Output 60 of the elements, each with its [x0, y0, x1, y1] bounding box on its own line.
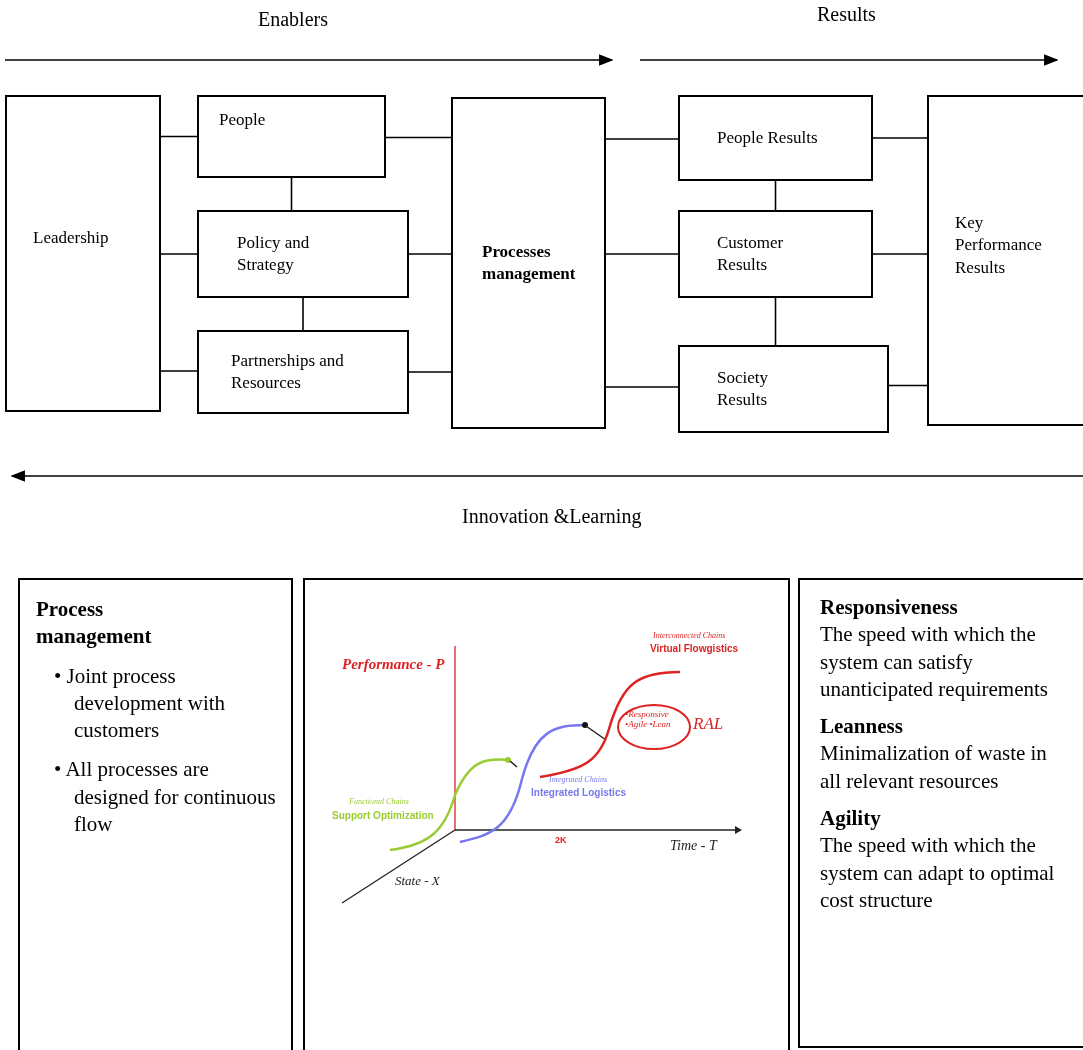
process-box	[451, 97, 606, 429]
bullet-item: • All processes are designed for continuous flow	[53, 756, 277, 839]
process-box	[197, 210, 409, 298]
box-label: People Results	[717, 126, 819, 149]
connector-line	[605, 138, 679, 140]
box-label: Key Performance Results	[955, 212, 1043, 279]
chart-label: Functional Chains	[349, 798, 409, 807]
chart-label: Support Optimization	[332, 810, 434, 821]
process-box	[197, 330, 409, 414]
definition-text: Minimalization of waste in all relevant resources	[820, 740, 1048, 795]
connector-line	[605, 253, 679, 255]
chart-label: 2K	[555, 836, 567, 846]
connector-line	[160, 135, 198, 138]
box-label: People	[219, 109, 267, 131]
connector-line	[888, 384, 928, 387]
chart-label: RAL	[693, 715, 724, 734]
text-panel	[798, 578, 1083, 1048]
panel-heading: Process management	[36, 596, 153, 651]
term-heading: Leanness	[820, 713, 904, 741]
process-box	[5, 95, 161, 412]
connector-line	[290, 177, 293, 211]
box-label: Partnerships and Resources	[231, 349, 345, 394]
connector-line	[408, 253, 452, 255]
chart-label: Integrated Logistics	[531, 787, 626, 798]
box-label: Processes management	[482, 240, 577, 285]
connector-line	[408, 371, 452, 373]
chart-label: Integrated Chains	[549, 776, 607, 785]
connector-line	[160, 253, 198, 255]
box-label: Society Results	[717, 366, 769, 411]
chart-label: Time - T	[670, 838, 717, 854]
process-box	[197, 95, 386, 178]
chart-label: State - X	[395, 874, 440, 889]
text-panel	[18, 578, 293, 1050]
connector-line	[160, 370, 198, 372]
chart-label: Performance - P	[342, 656, 445, 673]
chart-label: •Responsive •Agile •Lean	[625, 710, 672, 730]
definition-text: The speed with which the system can adapt to optimal cost structure	[820, 832, 1056, 914]
box-label: Leadership	[33, 227, 110, 250]
section-label: Enablers	[258, 8, 328, 31]
section-label: Results	[817, 3, 876, 26]
connector-line	[302, 297, 304, 331]
bullet-item: • Joint process development with customers	[53, 662, 227, 745]
term-heading: Responsiveness	[820, 594, 959, 621]
connector-line	[872, 253, 928, 255]
connector-line	[774, 180, 777, 211]
section-label: Innovation &Learning	[462, 505, 642, 528]
box-label: Customer Results	[717, 231, 785, 276]
chart-label: Virtual Flowgistics	[650, 643, 739, 654]
definition-text: The speed with which the system can satisfy unanticipated requirements	[820, 621, 1049, 703]
chart-label: Interconnected Chains	[653, 632, 726, 641]
connector-line	[385, 136, 452, 139]
connector-line	[872, 137, 928, 139]
process-box	[678, 345, 889, 433]
process-box	[927, 95, 1083, 426]
term-heading: Agility	[820, 805, 882, 833]
box-label: Policy and Strategy	[237, 231, 311, 276]
connector-line	[774, 297, 777, 346]
connector-line	[605, 386, 679, 388]
process-box	[678, 210, 873, 298]
process-box	[678, 95, 873, 181]
